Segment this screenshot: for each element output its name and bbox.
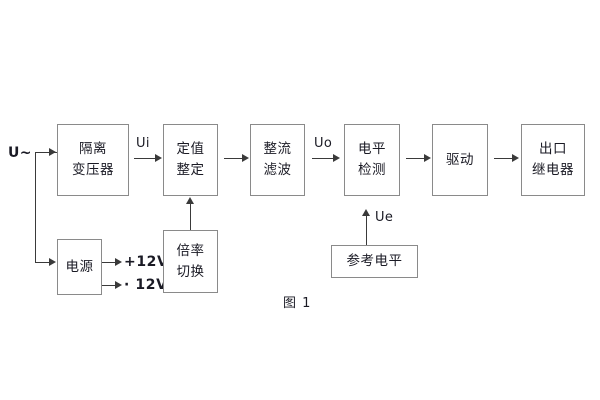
- line-drive-to-output-relay: [494, 158, 513, 159]
- line-isolation-to-setting: [134, 158, 156, 159]
- block-isolation-transformer-line2: 变压器: [72, 162, 114, 178]
- figure-caption: 图 1: [283, 296, 312, 311]
- block-drive-line1: 驱动: [446, 151, 474, 168]
- block-level-detect-line2: 检测: [358, 162, 386, 178]
- line-level-detect-to-drive: [406, 158, 425, 159]
- block-level-detect[interactable]: 电平 检测: [344, 124, 400, 196]
- block-level-detect-line1: 电平: [358, 141, 386, 158]
- line-ratio-switch-to-setting-value: [190, 204, 191, 230]
- block-reference-level-line1: 参考电平: [346, 253, 403, 270]
- line-rectify-to-level-detect: [312, 158, 334, 159]
- rail-positive-line: [102, 262, 116, 263]
- arrow-into-drive: [424, 154, 431, 162]
- rail-negative-line: [102, 285, 116, 286]
- signal-label-uo: Uo: [314, 136, 333, 151]
- arrow-into-output-relay: [512, 154, 519, 162]
- block-output-relay-line1: 出口: [539, 141, 567, 158]
- line-setting-to-rectify: [224, 158, 243, 159]
- block-power-supply-line1: 电源: [65, 258, 94, 275]
- block-output-relay-line2: 继电器: [532, 162, 574, 178]
- block-power-supply[interactable]: 电源: [57, 239, 102, 295]
- block-output-relay[interactable]: 出口 继电器: [521, 124, 585, 196]
- branch-to-power-supply-line: [35, 262, 50, 263]
- block-ratio-switch-line2: 切换: [176, 263, 205, 280]
- rail-positive-label: +12V: [124, 254, 169, 270]
- signal-label-ue: Ue: [375, 210, 394, 225]
- arrow-rail-positive: [115, 258, 122, 266]
- line-reference-level-to-level-detect: [366, 216, 367, 245]
- arrow-into-isolation-transformer: [49, 148, 56, 156]
- block-isolation-transformer-line1: 隔离: [79, 141, 107, 158]
- arrow-into-setting-value-from-ratio-switch: [186, 197, 194, 204]
- block-rectify-filter[interactable]: 整流 滤波: [250, 124, 305, 196]
- arrow-into-power-supply: [49, 258, 56, 266]
- arrow-into-setting-value: [155, 154, 162, 162]
- block-reference-level[interactable]: 参考电平: [331, 245, 418, 278]
- block-ratio-switch-line1: 倍率: [176, 242, 205, 259]
- branch-to-isolation-transformer-line: [35, 152, 50, 153]
- block-rectify-filter-line1: 整流: [263, 141, 292, 158]
- rail-negative-label: · 12V: [124, 277, 168, 293]
- arrow-into-level-detect: [333, 154, 340, 162]
- block-setting-value-line2: 整定: [176, 162, 205, 178]
- block-ratio-switch[interactable]: 倍率 切换: [163, 230, 218, 293]
- arrow-into-rectify-filter: [242, 154, 249, 162]
- block-setting-value[interactable]: 定值 整定: [163, 124, 218, 196]
- block-drive[interactable]: 驱动: [432, 124, 488, 196]
- signal-label-ui: Ui: [136, 136, 150, 151]
- input-bus-vertical-line: [35, 152, 36, 262]
- arrow-rail-negative: [115, 281, 122, 289]
- block-isolation-transformer[interactable]: 隔离 变压器: [57, 124, 129, 196]
- block-setting-value-line1: 定值: [176, 141, 205, 158]
- arrow-into-level-detect-from-reference: [362, 209, 370, 216]
- block-rectify-filter-line2: 滤波: [263, 162, 292, 178]
- input-source-label: U~: [8, 145, 32, 161]
